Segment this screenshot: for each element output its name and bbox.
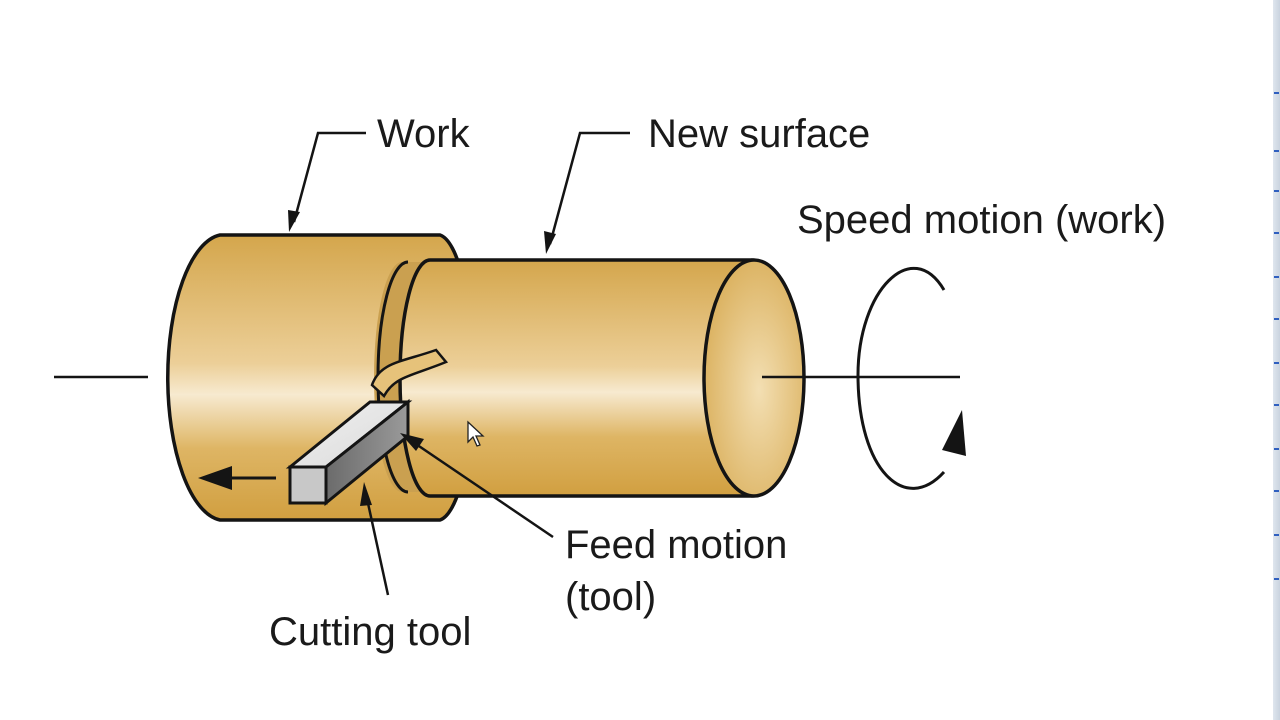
- cutting-tool: [285, 398, 413, 507]
- leader-work: [288, 131, 366, 232]
- label-feed-motion-line1: Feed motion: [565, 523, 787, 567]
- mouse-cursor-icon: [467, 420, 485, 447]
- leader-new-surface: [544, 131, 630, 254]
- label-cutting-tool: Cutting tool: [269, 610, 471, 654]
- label-speed-motion: Speed motion (work): [797, 198, 1166, 242]
- rotation-arrow-icon: [856, 266, 966, 490]
- leader-feed-motion: [400, 433, 554, 539]
- feed-arrow: [198, 466, 276, 490]
- label-feed-motion-line2: (tool): [565, 575, 656, 619]
- window-edge-strip: [1273, 0, 1280, 720]
- label-new-surface: New surface: [648, 112, 870, 156]
- label-work: Work: [377, 112, 471, 156]
- chip: [370, 348, 449, 398]
- leader-cutting-tool: [360, 482, 390, 596]
